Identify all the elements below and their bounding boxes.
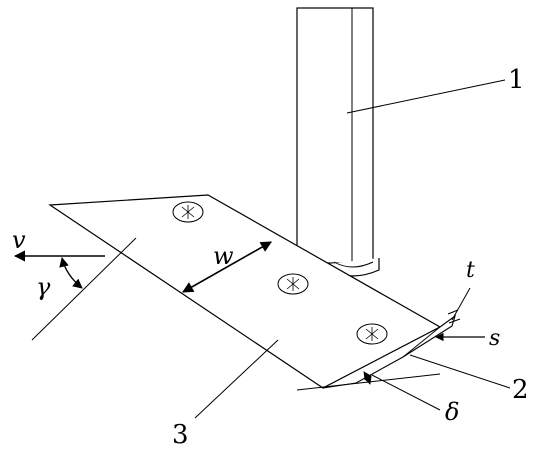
- label-delta: δ: [445, 398, 459, 426]
- label-gamma: γ: [36, 273, 51, 301]
- leader-line-1: [346, 79, 506, 114]
- thickness-leader: [451, 287, 471, 321]
- leader-line-3: [194, 339, 279, 419]
- label-part-2: 2: [512, 375, 529, 405]
- label-width: w: [213, 242, 234, 270]
- label-thickness: t: [466, 258, 475, 283]
- gamma-arc: [59, 257, 83, 289]
- label-velocity: v: [12, 226, 26, 254]
- label-part-3: 3: [172, 420, 189, 450]
- delta-arc: [363, 371, 372, 385]
- screw-head-icon: [356, 323, 388, 345]
- angle-reference-line: [31, 237, 137, 341]
- blade-plate: [48, 194, 456, 391]
- width-dimension: [182, 241, 272, 293]
- screw-head-icon: [172, 201, 204, 223]
- delta-leader: [371, 374, 441, 411]
- label-part-1: 1: [508, 65, 525, 95]
- leader-line-2: [409, 354, 511, 389]
- shaft: [296, 7, 380, 277]
- screw-head-icon: [277, 273, 309, 295]
- label-offset: s: [489, 326, 500, 351]
